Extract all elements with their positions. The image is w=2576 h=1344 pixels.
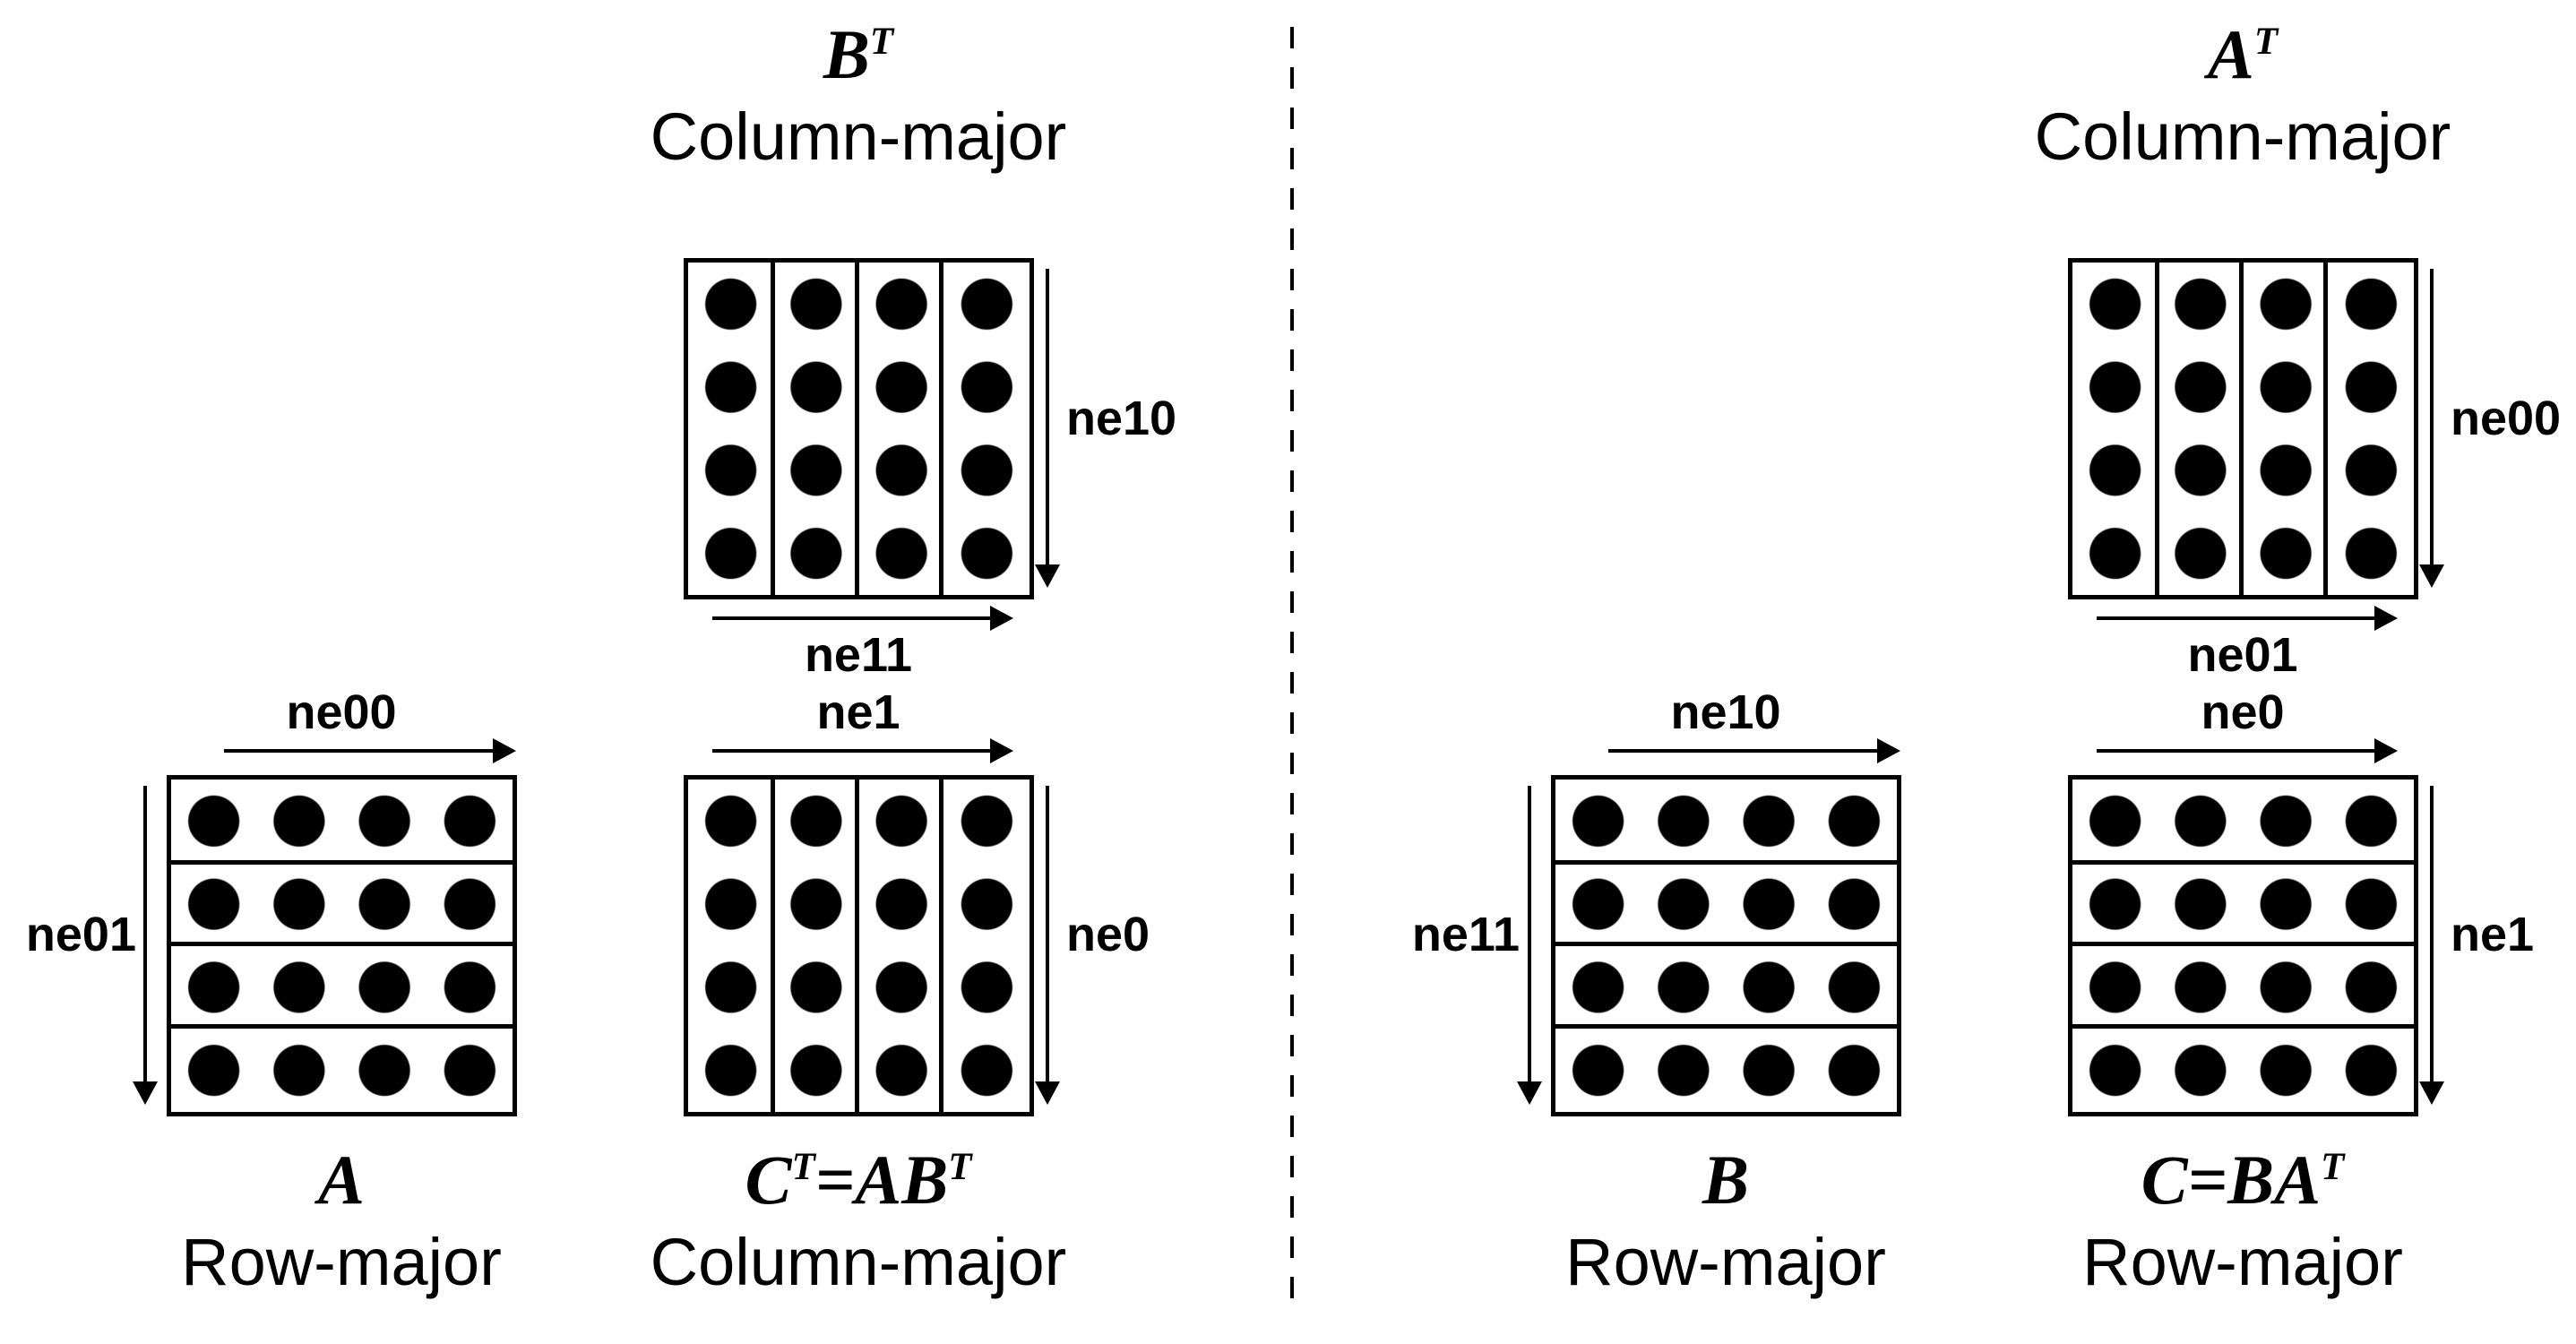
axis-label-ne1: ne1 <box>816 685 900 739</box>
storage-order-label: Column-major <box>650 1224 1067 1299</box>
axis-label-ne01: ne01 <box>2187 628 2298 682</box>
storage-order-label: Column-major <box>2034 99 2451 174</box>
axis-label-ne11: ne11 <box>1411 908 1520 961</box>
matrix-name-label: AT <box>2207 15 2279 93</box>
axis-arrow-ne01 <box>143 786 147 1081</box>
storage-order-label: Column-major <box>650 99 1067 174</box>
matrix-name-label: CT=ABT <box>745 1141 972 1219</box>
axis-arrow-ne00 <box>2430 269 2434 564</box>
panel-b-titles: B Row-major <box>1439 1136 2012 1300</box>
axis-arrow-ne01 <box>2097 616 2374 620</box>
axis-label-ne10: ne10 <box>1670 685 1781 739</box>
axis-label-ne00: ne00 <box>286 685 397 739</box>
matrix-name-label: BT <box>823 15 894 93</box>
matrix-name-label: A <box>317 1141 366 1219</box>
axis-label-ne11: ne11 <box>804 628 913 682</box>
matrix-grid-bt <box>684 258 1034 599</box>
dashed-divider <box>1290 27 1294 1317</box>
storage-order-label: Row-major <box>2082 1224 2403 1299</box>
matrix-grid-a <box>167 775 517 1116</box>
matrix-grid-c <box>2068 775 2418 1116</box>
matrix-grid-ct <box>684 775 1034 1116</box>
axis-arrow-ne1 <box>712 749 990 753</box>
panel-a-titles: A Row-major <box>55 1136 628 1300</box>
matrix-name-label: C=BAT <box>2141 1141 2345 1219</box>
matrix-grid-at <box>2068 258 2418 599</box>
axis-arrow-ne0 <box>1046 786 1049 1081</box>
matrix-name-label: B <box>1702 1141 1750 1219</box>
axis-label-ne0: ne0 <box>1066 908 1150 961</box>
panel-ct-titles: CT=ABT Column-major <box>572 1136 1145 1300</box>
axis-label-ne01: ne01 <box>25 908 136 961</box>
axis-label-ne1: ne1 <box>2451 908 2535 961</box>
axis-arrow-ne0 <box>2097 749 2374 753</box>
axis-arrow-ne10 <box>1046 269 1049 564</box>
panel-at-titles: AT Column-major <box>1956 11 2529 175</box>
axis-arrow-ne10 <box>1608 749 1877 753</box>
storage-order-label: Row-major <box>181 1224 502 1299</box>
axis-label-ne00: ne00 <box>2451 392 2562 445</box>
axis-label-ne0: ne0 <box>2201 685 2285 739</box>
panel-bt-titles: BT Column-major <box>572 11 1145 175</box>
axis-arrow-ne1 <box>2430 786 2434 1081</box>
axis-arrow-ne11 <box>1528 786 1531 1081</box>
storage-order-label: Row-major <box>1565 1224 1886 1299</box>
axis-label-ne10: ne10 <box>1066 392 1177 445</box>
axis-arrow-ne11 <box>712 616 990 620</box>
axis-arrow-ne00 <box>224 749 493 753</box>
panel-c-titles: C=BAT Row-major <box>1956 1136 2529 1300</box>
matrix-grid-b <box>1551 775 1901 1116</box>
